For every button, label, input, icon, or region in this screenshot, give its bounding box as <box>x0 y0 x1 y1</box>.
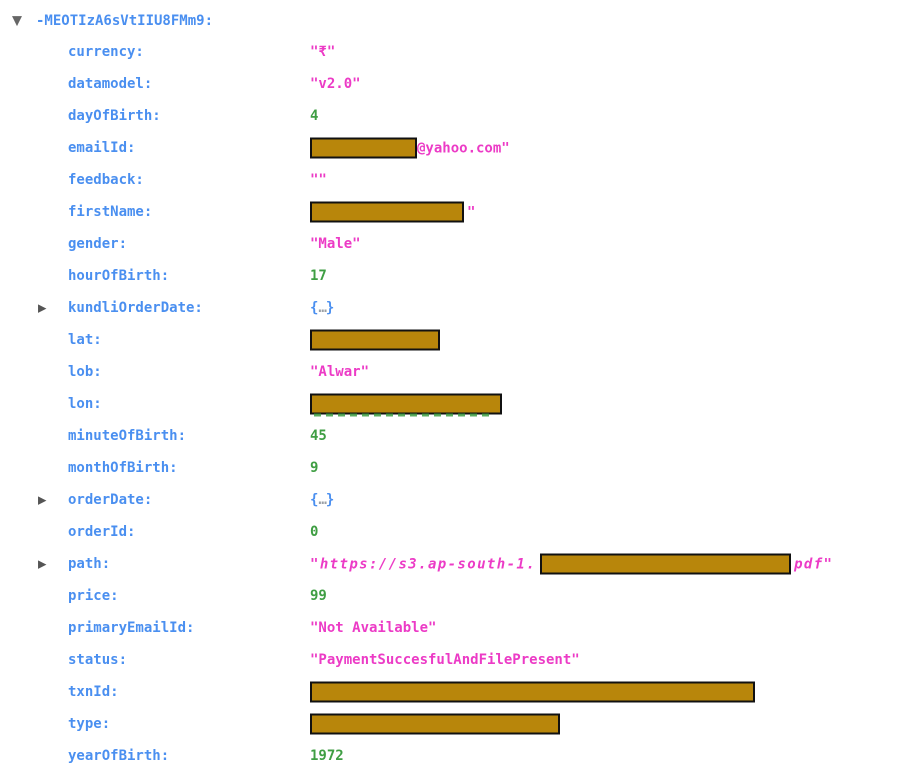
node-key[interactable]: orderDate: <box>68 492 153 508</box>
tree-row-firstName: firstName: " <box>0 196 908 228</box>
tree-row-lob: lob: "Alwar" <box>0 356 908 388</box>
node-key[interactable]: gender: <box>68 236 128 252</box>
node-key[interactable]: lon: <box>68 396 102 412</box>
node-value-object[interactable]: {…} <box>310 300 335 316</box>
expand-arrow-icon[interactable]: ▶ <box>38 493 47 507</box>
redaction-box <box>310 329 440 351</box>
tree-row-dayOfBirth: dayOfBirth: 4 <box>0 100 908 132</box>
node-value-string[interactable]: "v2.0" <box>310 76 361 92</box>
node-key[interactable]: emailId: <box>68 140 136 156</box>
collapse-arrow-icon[interactable]: ▼ <box>12 13 22 29</box>
node-key[interactable]: type: <box>68 716 111 732</box>
node-key[interactable]: txnId: <box>68 684 119 700</box>
node-key[interactable]: monthOfBirth: <box>68 460 178 476</box>
redaction-box <box>310 713 560 735</box>
node-value-number[interactable]: 45 <box>310 428 327 444</box>
tree-row-lat: lat: <box>0 324 908 356</box>
node-value-redacted[interactable] <box>310 393 502 417</box>
node-value-redacted[interactable] <box>310 329 440 351</box>
node-value-number[interactable]: 9 <box>310 460 319 476</box>
node-value-string: @yahoo.com" <box>417 140 510 156</box>
node-key[interactable]: lat: <box>68 332 102 348</box>
node-value-string[interactable]: "PaymentSuccesfulAndFilePresent" <box>310 652 580 668</box>
tree-row-gender: gender: "Male" <box>0 228 908 260</box>
tree-row-minuteOfBirth: minuteOfBirth: 45 <box>0 420 908 452</box>
tree-row-yearOfBirth: yearOfBirth: 1972 <box>0 740 908 772</box>
node-value-string[interactable]: "₹" <box>310 44 336 60</box>
node-value-redacted[interactable] <box>310 713 560 735</box>
node-key[interactable]: path: <box>68 556 111 572</box>
node-value-number[interactable]: 17 <box>310 268 327 284</box>
tree-row-emailId: emailId: @yahoo.com" <box>0 132 908 164</box>
tree-row-path: ▶ path: "https://s3.ap-south-1. pdf" <box>0 548 908 580</box>
node-value-string: " <box>467 204 476 220</box>
tree-row-type: type: <box>0 708 908 740</box>
node-value-redacted[interactable] <box>310 681 755 703</box>
node-value-string[interactable]: "Not Available" <box>310 620 437 636</box>
expand-arrow-icon[interactable]: ▶ <box>38 557 47 571</box>
node-key[interactable]: minuteOfBirth: <box>68 428 187 444</box>
node-key[interactable]: lob: <box>68 364 102 380</box>
node-value-string[interactable]: "" <box>310 172 327 188</box>
node-value-number[interactable]: 99 <box>310 588 327 604</box>
node-value-string: "https://s3.ap-south-1. <box>310 556 537 572</box>
tree-row-monthOfBirth: monthOfBirth: 9 <box>0 452 908 484</box>
redaction-box <box>540 553 792 575</box>
node-key[interactable]: yearOfBirth: <box>68 748 170 764</box>
node-value-string[interactable]: "Alwar" <box>310 364 370 380</box>
tree-row-currency: currency: "₹" <box>0 36 908 68</box>
node-value-object[interactable]: {…} <box>310 492 335 508</box>
tree-row-hourOfBirth: hourOfBirth: 17 <box>0 260 908 292</box>
tree-row-kundliOrderDate: ▶ kundliOrderDate: {…} <box>0 292 908 324</box>
node-value-number[interactable]: 1972 <box>310 748 344 764</box>
tree-row-primaryEmailId: primaryEmailId: "Not Available" <box>0 612 908 644</box>
node-key[interactable]: primaryEmailId: <box>68 620 195 636</box>
node-key[interactable]: feedback: <box>68 172 144 188</box>
tree-row-root: ▼ -MEOTIzA6sVtIIU8FMm9: <box>0 6 908 36</box>
node-value-number[interactable]: 4 <box>310 108 319 124</box>
node-value-mixed[interactable]: @yahoo.com" <box>310 137 510 159</box>
node-value-number[interactable]: 0 <box>310 524 319 540</box>
tree-row-txnId: txnId: <box>0 676 908 708</box>
tree-row-orderId: orderId: 0 <box>0 516 908 548</box>
tree-row-feedback: feedback: "" <box>0 164 908 196</box>
tree-row-datamodel: datamodel: "v2.0" <box>0 68 908 100</box>
node-key[interactable]: status: <box>68 652 128 668</box>
redaction-box <box>310 137 417 159</box>
node-value-mixed[interactable]: " <box>310 201 476 223</box>
expand-arrow-icon[interactable]: ▶ <box>38 301 47 315</box>
node-key[interactable]: datamodel: <box>68 76 153 92</box>
redaction-box <box>310 681 755 703</box>
redaction-box <box>310 201 464 223</box>
node-value-mixed[interactable]: "https://s3.ap-south-1. pdf" <box>310 553 834 575</box>
node-key-root[interactable]: -MEOTIzA6sVtIIU8FMm9: <box>36 13 214 29</box>
node-key[interactable]: dayOfBirth: <box>68 108 161 124</box>
tree-row-orderDate: ▶ orderDate: {…} <box>0 484 908 516</box>
node-key[interactable]: hourOfBirth: <box>68 268 170 284</box>
redaction-box <box>310 393 502 417</box>
node-key[interactable]: kundliOrderDate: <box>68 300 203 316</box>
node-key[interactable]: firstName: <box>68 204 153 220</box>
node-key[interactable]: orderId: <box>68 524 136 540</box>
node-value-string[interactable]: "Male" <box>310 236 361 252</box>
tree-row-status: status: "PaymentSuccesfulAndFilePresent" <box>0 644 908 676</box>
node-value-string: pdf" <box>794 556 834 572</box>
tree-row-price: price: 99 <box>0 580 908 612</box>
tree-row-lon: lon: <box>0 388 908 420</box>
node-key[interactable]: price: <box>68 588 119 604</box>
node-key[interactable]: currency: <box>68 44 144 60</box>
